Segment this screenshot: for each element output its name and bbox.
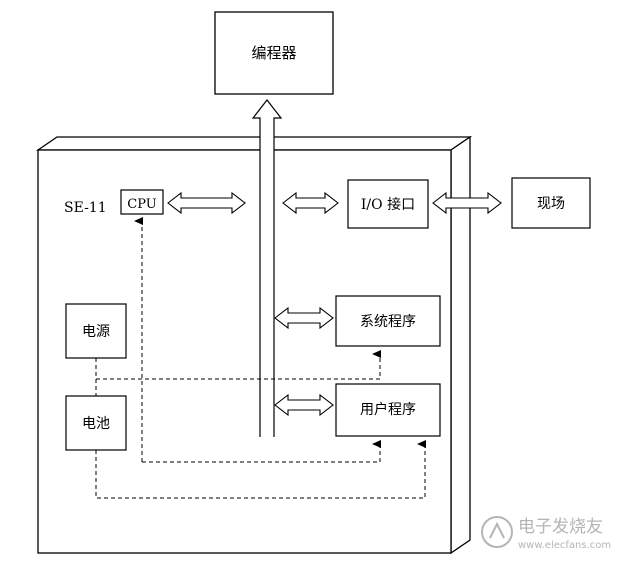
bus-system-program-double-arrow	[274, 306, 334, 330]
battery-to-user-program-line-b	[95, 440, 426, 499]
cpu-label: CPU	[127, 197, 156, 212]
watermark-title: 电子发烧友	[518, 517, 603, 537]
user-program-label: 用户程序	[360, 401, 416, 418]
io-field-double-arrow	[432, 191, 502, 215]
watermark-logo-icon	[481, 516, 513, 548]
io-interface-box	[347, 179, 429, 229]
power-to-system-program-line	[95, 350, 381, 380]
system-program-label: 系统程序	[360, 314, 416, 330]
battery-label: 电池	[82, 416, 110, 432]
bus-io-double-arrow	[282, 191, 339, 215]
system-program-box	[335, 295, 441, 347]
io-interface-label: I/O 接口	[361, 196, 415, 213]
programmer-label: 编程器	[251, 44, 296, 62]
field-box	[511, 177, 591, 229]
bus-user-program-double-arrow	[274, 393, 334, 417]
programmer-box	[214, 11, 334, 95]
user-program-box	[335, 383, 441, 437]
watermark-url: www.elecfans.com	[518, 540, 611, 551]
cpu-bus-double-arrow	[167, 191, 246, 215]
power-supply-box	[65, 303, 127, 359]
cpu-box	[120, 189, 164, 215]
power-supply-label: 电源	[82, 324, 110, 340]
watermark: 电子发烧友 www.elecfans.com	[481, 516, 611, 551]
field-label: 现场	[537, 196, 565, 212]
battery-to-user-program-line-a	[142, 440, 381, 463]
system-bus	[251, 99, 283, 437]
model-label: SE-11	[64, 200, 107, 216]
